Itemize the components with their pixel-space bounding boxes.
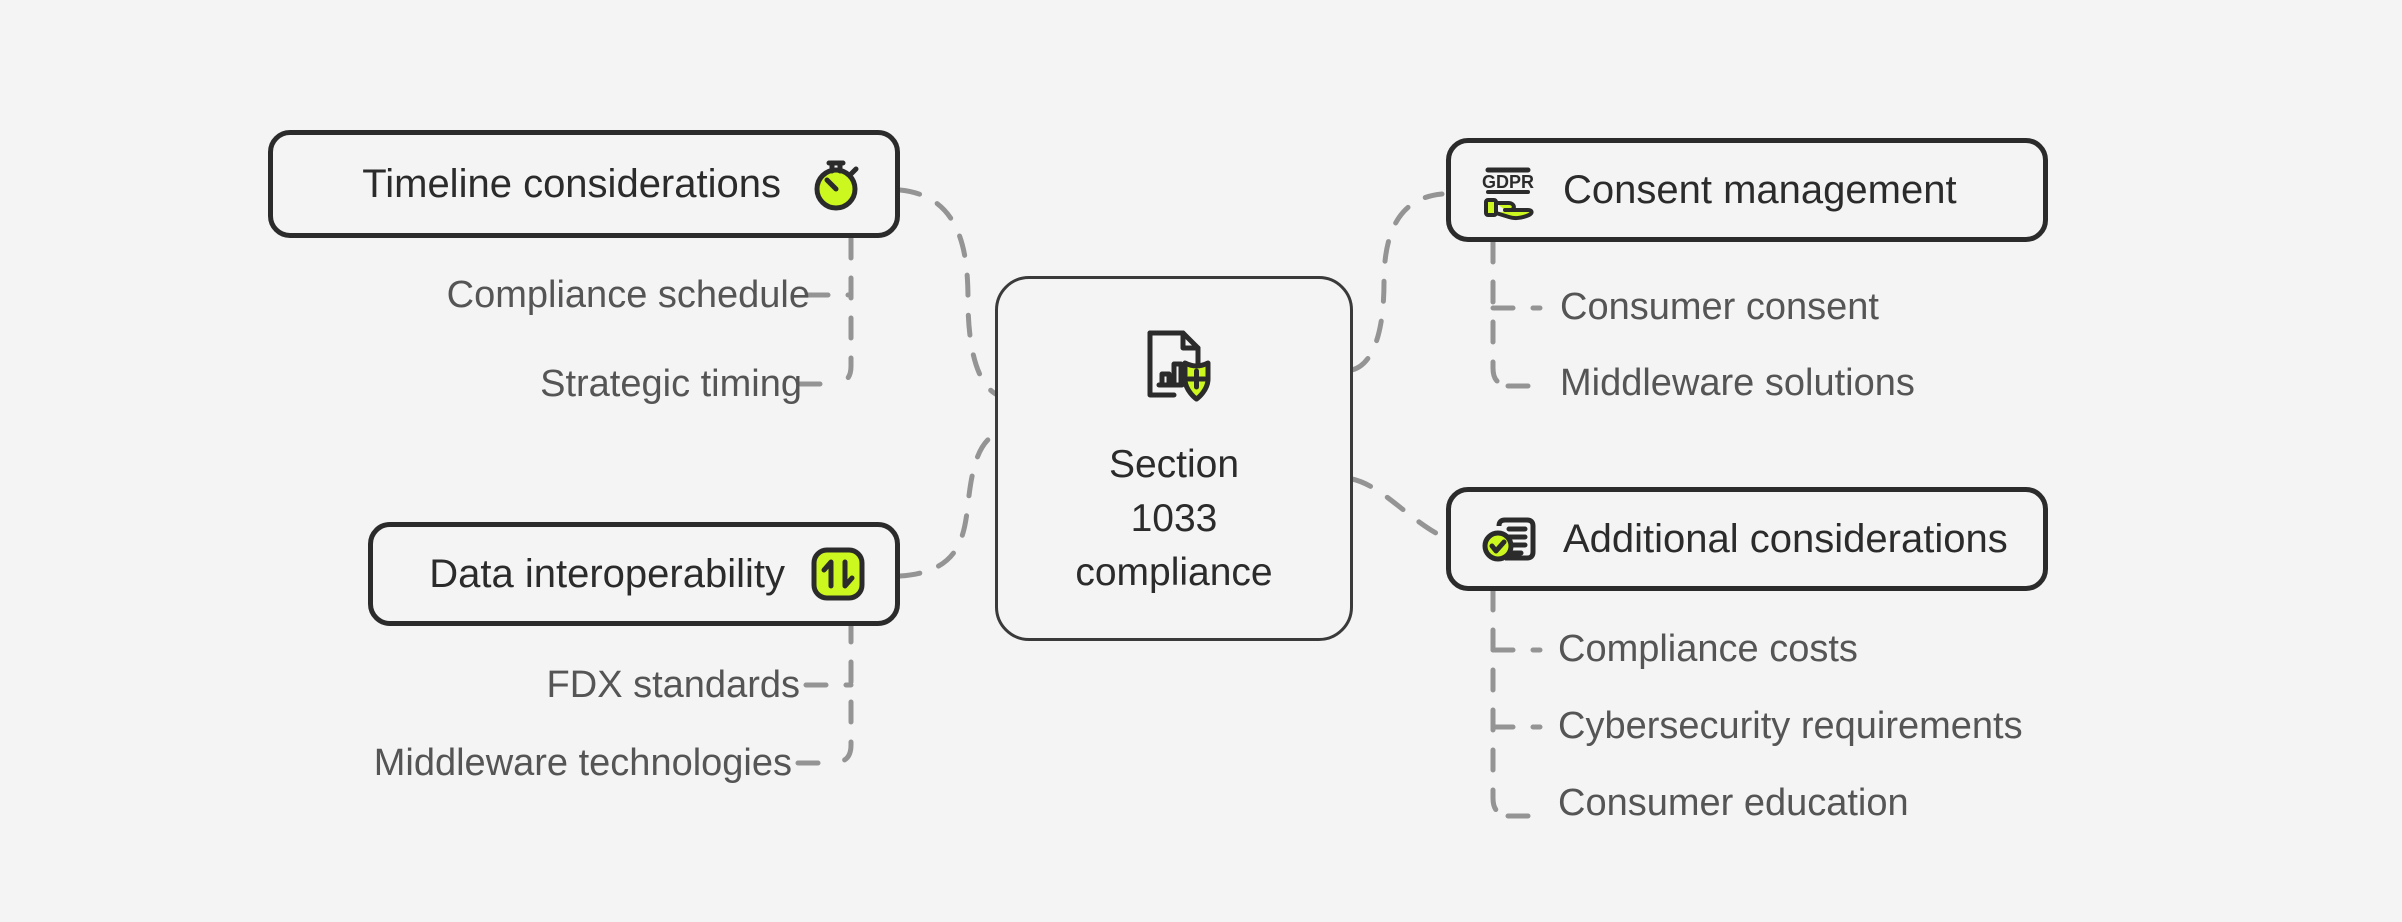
center-title-line-1: Section <box>1108 443 1240 487</box>
branch-label-interoperability: Data interoperability <box>429 552 785 596</box>
branch-label-additional: Additional considerations <box>1563 517 2008 561</box>
center-node-title: Section 1033 compliance <box>1075 438 1272 599</box>
document-chart-shield-plus-icon <box>1124 317 1224 422</box>
leaf-label-fdx-standards: FDX standards <box>546 664 800 706</box>
checklist-check-icon <box>1479 508 1541 570</box>
branch-node-additional[interactable]: Additional considerations <box>1446 487 2048 591</box>
branch-label-timeline: Timeline considerations <box>362 162 781 206</box>
connector-center-to-consent <box>1349 191 1445 373</box>
connector-center-to-interoperability <box>897 429 1003 579</box>
subconnector-timeline-spine <box>833 235 854 387</box>
center-title-line-2: 1033 <box>1130 497 1218 541</box>
leaf-label-compliance-costs: Compliance costs <box>1558 628 1858 670</box>
leaf-label-consumer-education: Consumer education <box>1558 782 1909 824</box>
leaf-label-consumer-consent: Consumer consent <box>1560 286 1879 328</box>
center-title-line-3: compliance <box>1075 550 1273 594</box>
center-node[interactable]: Section 1033 compliance <box>995 276 1353 641</box>
up-down-arrows-icon <box>809 545 867 603</box>
branch-node-consent[interactable]: GDPR Consent management <box>1446 138 2048 242</box>
leaf-label-cybersecurity-requirements: Cybersecurity requirements <box>1558 705 2023 747</box>
subconnector-interop-spine <box>833 619 854 766</box>
leaf-label-strategic-timing: Strategic timing <box>540 363 802 405</box>
stopwatch-icon <box>805 153 867 215</box>
connector-center-to-timeline <box>897 187 1003 399</box>
leaf-label-middleware-solutions: Middleware solutions <box>1560 362 1915 404</box>
leaf-label-compliance-schedule: Compliance schedule <box>446 274 810 316</box>
gdpr-hand-icon: GDPR <box>1479 159 1541 221</box>
branch-node-interoperability[interactable]: Data interoperability <box>368 522 900 626</box>
leaf-label-middleware-technologies: Middleware technologies <box>373 742 792 784</box>
branch-label-consent: Consent management <box>1563 168 1957 212</box>
branch-node-timeline[interactable]: Timeline considerations <box>268 130 900 238</box>
connector-center-to-additional <box>1349 476 1451 542</box>
subconnector-consent-spine <box>1490 239 1511 389</box>
svg-text:GDPR: GDPR <box>1482 172 1534 192</box>
subconnector-additional-spine <box>1490 587 1511 819</box>
